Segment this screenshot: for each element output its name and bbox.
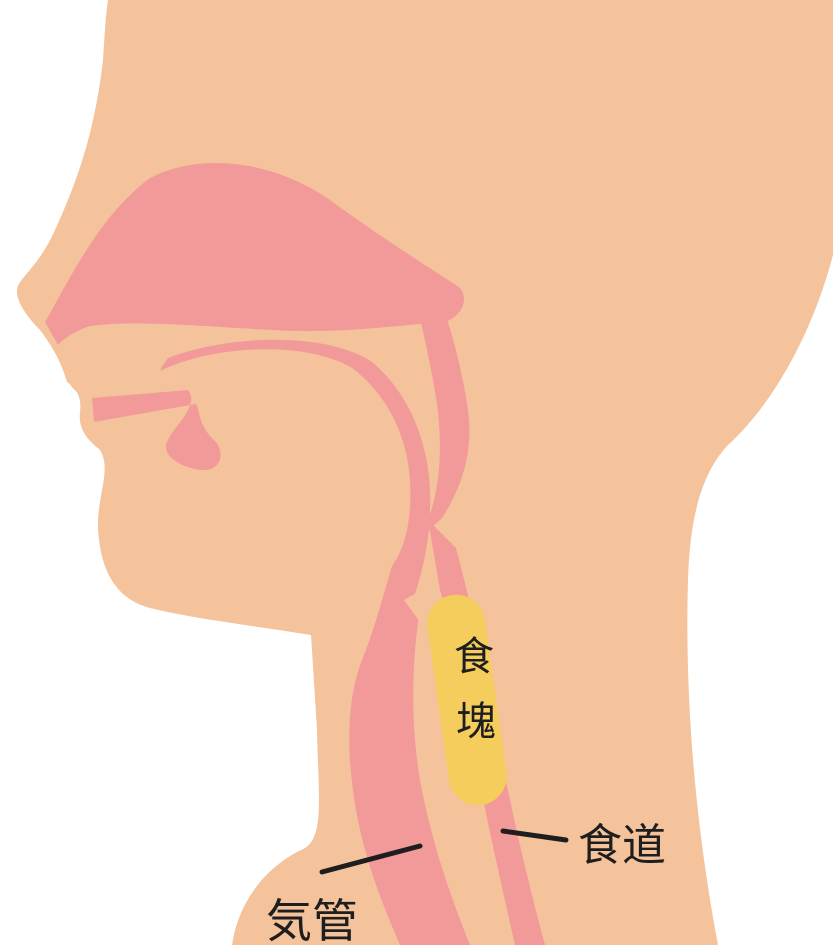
bolus-label-char1: 食 (454, 634, 494, 680)
trachea-label: 気管 (266, 894, 358, 945)
bolus-label-char2: 塊 (456, 699, 496, 745)
esophagus-label: 食道 (578, 820, 666, 871)
